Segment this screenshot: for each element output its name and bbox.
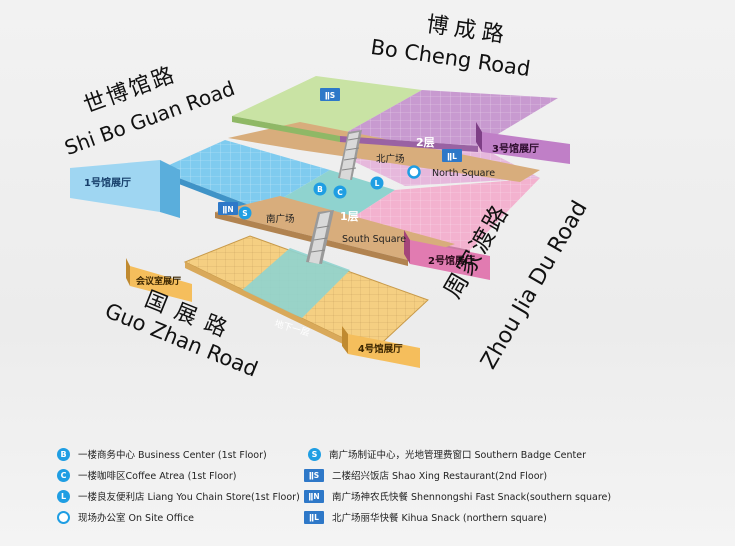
badge-center-icon: S xyxy=(308,447,321,461)
business-center-icon[interactable]: B xyxy=(313,182,327,196)
coffee-area-icon: C xyxy=(57,468,70,482)
hall2-label: 2号馆展厅 xyxy=(428,254,475,267)
on-site-office-icon xyxy=(57,510,70,524)
hall3-label: 3号馆展厅 xyxy=(492,142,539,155)
hall4-label: 4号馆展厅 xyxy=(358,343,403,355)
banner-hall1: 1号馆展厅 xyxy=(70,160,180,218)
svg-text:ǁN: ǁN xyxy=(222,205,233,214)
south-square-cn: 南广场 xyxy=(266,213,295,225)
shaoxing-restaurant-icon: ǁS xyxy=(304,468,324,482)
legend-text: 南广场神农氏快餐 Shennongshi Fast Snack(southern… xyxy=(332,492,612,503)
north-square-en: North Square xyxy=(432,168,495,179)
banner-hall3: 3号馆展厅 xyxy=(476,122,570,164)
legend: B 一楼商务中心 Business Center (1st Floor) C 一… xyxy=(52,442,692,537)
legend-item: ǁN 南广场神农氏快餐 Shennongshi Fast Snack(south… xyxy=(304,489,611,503)
legend-item: ǁL 北广场丽华快餐 Kihua Snack (northern square) xyxy=(304,510,547,524)
chain-store-icon: L xyxy=(57,489,70,503)
kihua-snack-icon[interactable]: ǁL xyxy=(442,149,462,162)
legend-text: 一楼商务中心 Business Center (1st Floor) xyxy=(78,450,267,461)
on-site-office-icon[interactable] xyxy=(407,165,421,179)
basement-level xyxy=(183,235,429,358)
legend-text: 一楼咖啡区Coffee Atrea (1st Floor) xyxy=(78,471,237,482)
meeting-label: 会议室展厅 xyxy=(136,275,181,287)
shaoxing-restaurant-icon[interactable]: ǁS xyxy=(320,88,340,101)
svg-text:L: L xyxy=(375,179,380,188)
shennongshi-snack-icon: ǁN xyxy=(304,489,324,503)
legend-item: B 一楼商务中心 Business Center (1st Floor) xyxy=(57,447,267,461)
banner-meeting: 会议室展厅 xyxy=(126,258,192,302)
hall1-label: 1号馆展厅 xyxy=(84,176,131,189)
banner-hall4: 4号馆展厅 xyxy=(342,326,420,368)
legend-item: ǁS 二楼绍兴饭店 Shao Xing Restaurant(2nd Floor… xyxy=(304,468,547,482)
svg-text:S: S xyxy=(242,209,247,218)
badge-center-icon[interactable]: S xyxy=(238,206,252,220)
legend-text: 现场办公室 On Site Office xyxy=(78,513,195,524)
floor1-label: 1层 xyxy=(340,210,359,223)
svg-text:ǁS: ǁS xyxy=(325,91,335,100)
floor2-label: 2层 xyxy=(416,136,435,149)
business-center-icon: B xyxy=(57,447,70,461)
north-square-cn: 北广场 xyxy=(376,153,405,165)
legend-item: L 一楼良友便利店 Liang You Chain Store(1st Floo… xyxy=(57,489,300,503)
escalator-lower xyxy=(306,210,334,264)
coffee-area-icon[interactable]: C xyxy=(333,185,347,199)
legend-item: S 南广场制证中心，光地管理费窗口 Southern Badge Center xyxy=(308,447,586,461)
legend-text: 南广场制证中心，光地管理费窗口 Southern Badge Center xyxy=(329,450,586,461)
banner-hall2: 2号馆展厅 xyxy=(404,230,490,280)
svg-text:B: B xyxy=(317,185,323,194)
legend-item: C 一楼咖啡区Coffee Atrea (1st Floor) xyxy=(57,468,236,482)
south-square-en: South Square xyxy=(342,234,406,245)
kihua-snack-icon: ǁL xyxy=(304,510,324,524)
escalator-upper xyxy=(338,130,362,180)
chain-store-icon[interactable]: L xyxy=(370,176,384,190)
svg-text:ǁL: ǁL xyxy=(447,152,457,161)
legend-text: 北广场丽华快餐 Kihua Snack (northern square) xyxy=(332,513,547,524)
legend-text: 二楼绍兴饭店 Shao Xing Restaurant(2nd Floor) xyxy=(332,471,548,482)
shennongshi-snack-icon[interactable]: ǁN xyxy=(218,202,238,215)
legend-item: 现场办公室 On Site Office xyxy=(57,510,194,524)
level-2 xyxy=(228,76,558,186)
legend-text: 一楼良友便利店 Liang You Chain Store(1st Floor) xyxy=(78,492,300,503)
svg-text:C: C xyxy=(337,188,343,197)
